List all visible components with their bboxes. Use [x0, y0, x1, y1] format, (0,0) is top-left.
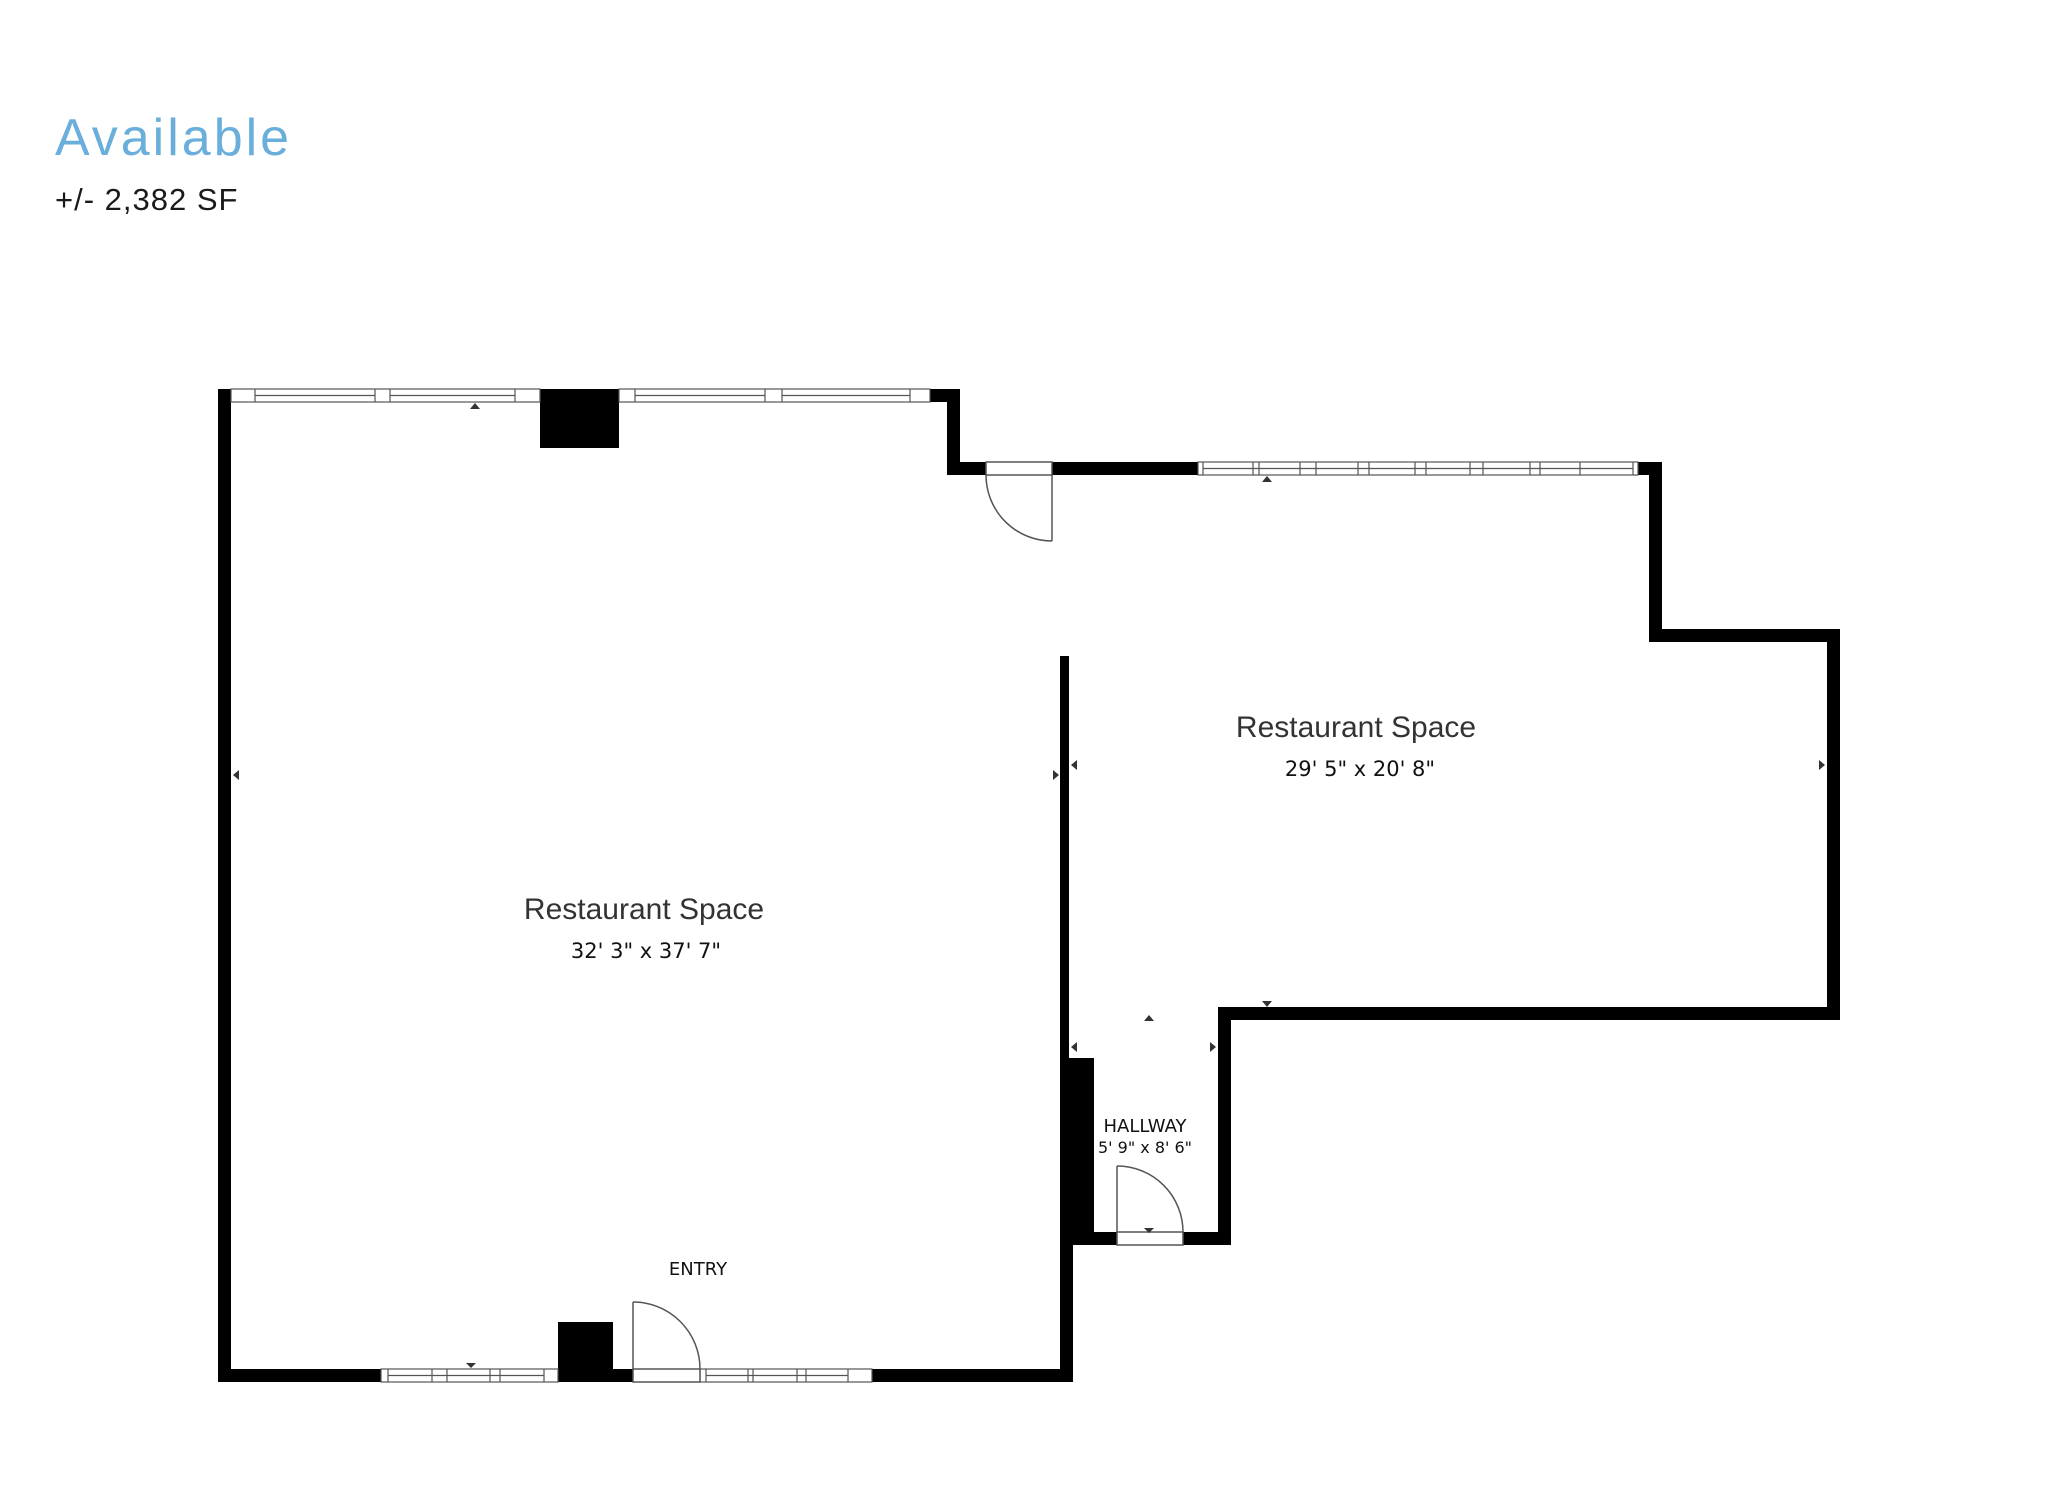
- header: Available +/- 2,382 SF: [55, 112, 292, 215]
- square-footage: +/- 2,382 SF: [55, 182, 239, 217]
- dimension-markers: [233, 403, 1825, 1368]
- room-dimensions-restaurant-left: 32' 3" x 37' 7": [570, 939, 722, 963]
- entry-label: ENTRY: [668, 1259, 728, 1280]
- availability-title: Available: [55, 109, 293, 167]
- room-name-restaurant-left: Restaurant Space: [523, 893, 765, 926]
- room-dimensions-restaurant-right: 29' 5" x 20' 8": [1284, 757, 1436, 781]
- walls: [218, 389, 1840, 1382]
- windows: [230, 388, 1639, 1383]
- room-name-restaurant-right: Restaurant Space: [1235, 711, 1477, 744]
- doors: [632, 461, 1184, 1383]
- room-dimensions-hallway: 5' 9" x 8' 6": [1097, 1138, 1193, 1157]
- room-name-hallway: HALLWAY: [1103, 1116, 1187, 1137]
